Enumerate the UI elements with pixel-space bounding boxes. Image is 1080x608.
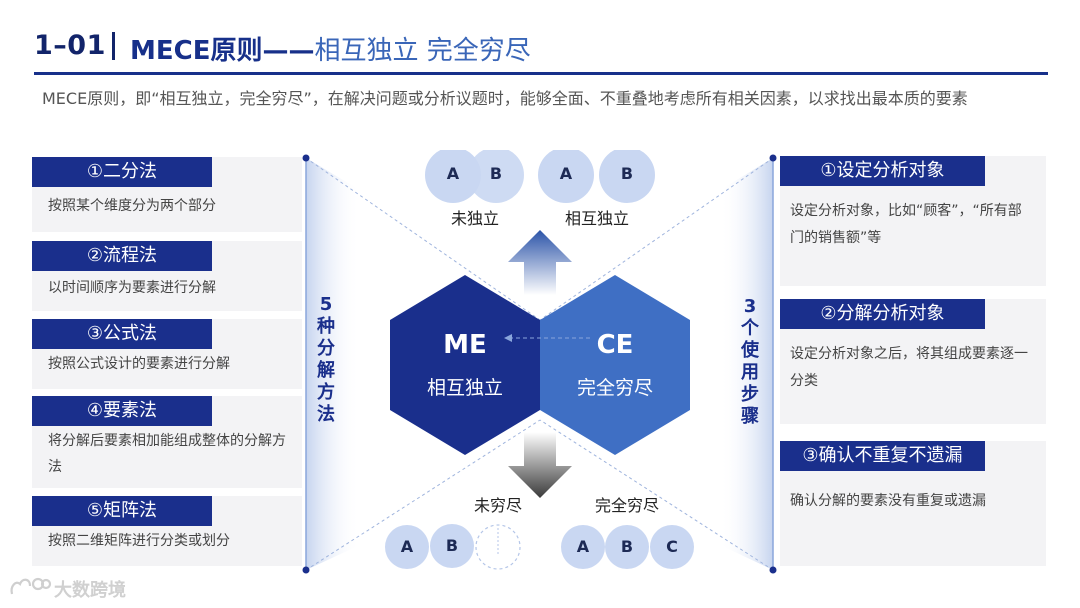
title-light: 相互独立 完全穷尽 xyxy=(314,36,531,66)
title-bold: MECE原则—— xyxy=(130,36,315,66)
method-desc: 以时间顺序为要素进行分解 xyxy=(48,280,216,296)
method-card: ②流程法 以时间顺序为要素进行分解 xyxy=(32,241,302,311)
step-title: ②分解分析对象 xyxy=(780,299,985,329)
circle-letter-a: A xyxy=(400,537,414,556)
method-card: ③公式法 按照公式设计的要素进行分解 xyxy=(32,319,302,389)
circle-letter-c: C xyxy=(666,537,678,556)
circle-letter-b: B xyxy=(445,536,459,555)
me-subtitle: 相互独立 xyxy=(426,377,503,399)
method-title: ③公式法 xyxy=(32,319,212,349)
mece-diagram xyxy=(302,150,777,574)
me-title: ME xyxy=(443,330,487,360)
step-card: ②分解分析对象 设定分析对象之后，将其组成要素逐一分类 xyxy=(780,299,1046,424)
method-card: ⑤矩阵法 按照二维矩阵进行分类或划分 xyxy=(32,496,302,566)
step-card: ①设定分析对象 设定分析对象，比如“顾客”，“所有部门的销售额”等 xyxy=(780,156,1046,286)
left-perspective-strip xyxy=(302,154,541,574)
method-title: ②流程法 xyxy=(32,241,212,271)
ce-subtitle: 完全穷尽 xyxy=(576,377,653,399)
method-desc: 按照某个维度分为两个部分 xyxy=(48,198,216,214)
step-desc: 设定分析对象之后，将其组成要素逐一分类 xyxy=(790,346,1028,389)
right-perspective-strip xyxy=(539,154,777,574)
header-rule xyxy=(34,72,1048,75)
right-vertical-label: 3个使用步骤 xyxy=(741,296,759,427)
page-title: MECE原则——相互独立 完全穷尽 xyxy=(130,30,531,67)
method-title: ①二分法 xyxy=(32,157,212,187)
circle-letter-b: B xyxy=(620,164,634,183)
step-title: ①设定分析对象 xyxy=(780,156,985,186)
circle-letter-a: A xyxy=(576,537,590,556)
watermark: 大数跨境 xyxy=(8,572,158,602)
me-hexagon xyxy=(390,275,540,455)
method-desc: 按照公式设计的要素进行分解 xyxy=(48,356,230,372)
bottom-right-label: 完全穷尽 xyxy=(594,496,659,515)
left-vertical-label: 5种分解方法 xyxy=(317,294,335,425)
method-desc: 将分解后要素相加能组成整体的分解方法 xyxy=(48,433,286,475)
step-card: ③确认不重复不遗漏 确认分解的要素没有重复或遗漏 xyxy=(780,441,1046,566)
ce-title: CE xyxy=(596,330,634,360)
bottom-left-label: 未穷尽 xyxy=(473,496,522,515)
down-arrow xyxy=(508,432,572,498)
step-desc: 确认分解的要素没有重复或遗漏 xyxy=(790,493,986,509)
step-desc: 设定分析对象，比如“顾客”，“所有部门的销售额”等 xyxy=(790,203,1022,246)
watermark-text: 大数跨境 xyxy=(54,580,126,601)
title-divider xyxy=(112,32,115,60)
section-number: 1–01 xyxy=(34,30,106,61)
ce-hexagon xyxy=(540,275,690,455)
method-card: ①二分法 按照某个维度分为两个部分 xyxy=(32,157,302,232)
circle-letter-b: B xyxy=(489,164,503,183)
up-arrow xyxy=(508,230,572,295)
top-left-label: 未独立 xyxy=(450,209,499,228)
top-right-label: 相互独立 xyxy=(564,209,629,228)
circle-letter-a: A xyxy=(446,164,460,183)
method-title: ④要素法 xyxy=(32,396,212,426)
step-title: ③确认不重复不遗漏 xyxy=(780,441,985,471)
circle-letter-a: A xyxy=(559,164,573,183)
method-title: ⑤矩阵法 xyxy=(32,496,212,526)
method-desc: 按照二维矩阵进行分类或划分 xyxy=(48,533,230,549)
intro-text: MECE原则，即“相互独立，完全穷尽”，在解决问题或分析议题时，能够全面、不重叠… xyxy=(42,89,968,108)
watermark-logo-icon xyxy=(10,577,52,595)
circle-letter-b: B xyxy=(620,537,634,556)
method-card: ④要素法 将分解后要素相加能组成整体的分解方法 xyxy=(32,396,302,488)
